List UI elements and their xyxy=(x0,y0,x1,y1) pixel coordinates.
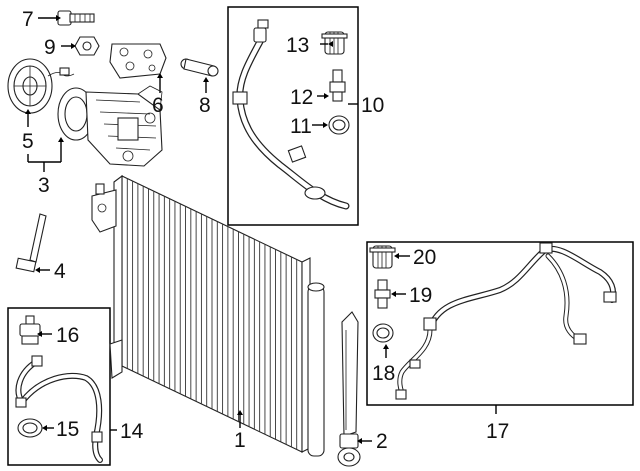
o-ring-part-11 xyxy=(328,115,350,135)
callout-7: 7 xyxy=(22,8,34,31)
callout-9: 9 xyxy=(44,36,56,59)
callout-12: 12 xyxy=(290,86,313,109)
callout-3: 3 xyxy=(38,174,50,197)
sensor-part-16 xyxy=(19,315,41,345)
callout-2: 2 xyxy=(376,430,388,453)
group-box-10 xyxy=(227,6,359,226)
callout-8: 8 xyxy=(199,94,211,117)
condenser-part-1 xyxy=(91,174,325,457)
hose-part-14 xyxy=(15,355,103,463)
drier-part-2 xyxy=(337,311,361,467)
callout-5: 5 xyxy=(22,130,34,153)
group-box-17 xyxy=(366,241,634,406)
callout-1: 1 xyxy=(234,429,246,452)
o-ring-part-15 xyxy=(17,418,43,438)
long-bolt-part-4 xyxy=(15,213,47,273)
callout-4: 4 xyxy=(54,260,66,283)
sleeve-part-8 xyxy=(180,58,219,77)
condenser-fins xyxy=(126,178,298,450)
valve-part-19 xyxy=(374,279,391,309)
callout-16: 16 xyxy=(56,324,79,347)
nut-part-9 xyxy=(74,36,100,56)
callout-18: 18 xyxy=(372,362,395,385)
callout-6: 6 xyxy=(152,94,164,117)
callout-10: 10 xyxy=(361,94,384,117)
hose-part-10 xyxy=(232,19,350,210)
valve-part-12 xyxy=(329,69,346,102)
compressor-part-3 xyxy=(57,85,163,167)
callout-14: 14 xyxy=(120,420,144,443)
callout-15: 15 xyxy=(56,418,79,441)
cap-part-13 xyxy=(321,31,348,55)
o-ring-part-18 xyxy=(372,323,394,343)
clutch-pulley-part-5 xyxy=(7,58,75,114)
bolt-part-7 xyxy=(57,10,95,26)
callout-20: 20 xyxy=(413,246,436,269)
callout-11: 11 xyxy=(290,115,312,138)
cap-part-20 xyxy=(369,245,396,269)
hose-part-17 xyxy=(395,242,617,400)
callout-19: 19 xyxy=(409,284,432,307)
callout-13: 13 xyxy=(286,34,309,57)
group-box-14 xyxy=(7,307,111,466)
callout-17: 17 xyxy=(486,420,509,443)
bracket-part-6 xyxy=(109,43,167,79)
